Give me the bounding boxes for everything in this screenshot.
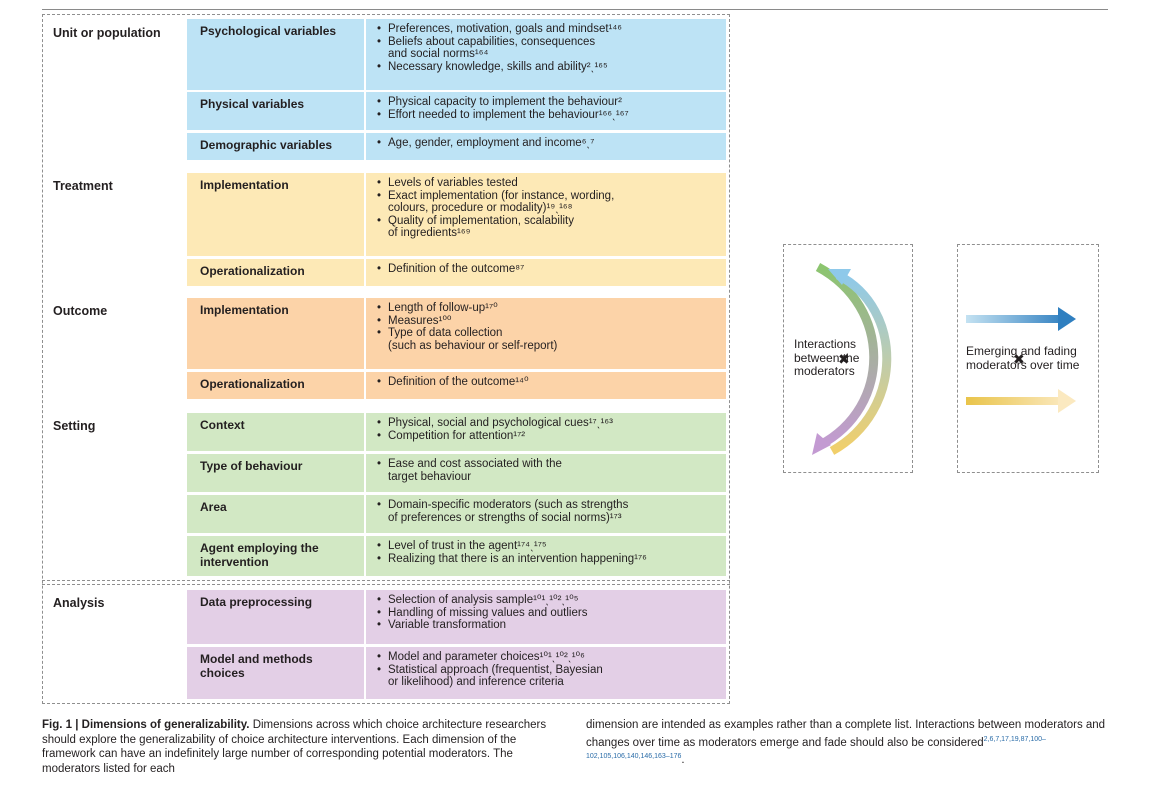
- moderator-item: Effort needed to implement the behaviour…: [375, 109, 715, 122]
- row-label: Physical variables: [200, 97, 305, 111]
- moderator-item: Physical, social and psychological cues¹…: [375, 417, 715, 430]
- row-treatment-operationalization: Operationalization Definition of the out…: [187, 259, 726, 286]
- row-physical-variables: Physical variables Physical capacity to …: [187, 92, 726, 130]
- moderator-item-continued: target behaviour: [388, 470, 472, 483]
- row-setting-area: Area Domain-specific moderators (such as…: [187, 495, 726, 533]
- interactions-panel: Interactions between the moderators ✖: [783, 244, 913, 473]
- moderator-list: Domain-specific moderators (such as stre…: [375, 499, 715, 524]
- dimension-unit-or-population: Unit or population: [53, 26, 161, 40]
- dimension-outcome: Outcome: [53, 304, 108, 318]
- moderator-item: Statistical approach (frequentist, Bayes…: [375, 664, 715, 677]
- time-label: Emerging and fading moderators over time: [966, 344, 1080, 372]
- moderator-item: Measures¹⁰⁰: [375, 315, 715, 328]
- caption-end: .: [681, 753, 685, 766]
- moderator-list: Selection of analysis sample¹⁰¹ˎ¹⁰²ˎ¹⁰⁵ …: [375, 594, 715, 632]
- moderator-item-continued: or likelihood) and inference criteria: [388, 676, 564, 689]
- caption-continued: dimension are intended as examples rathe…: [586, 719, 1106, 749]
- cross-icon: ✖: [838, 351, 850, 367]
- moderator-item: Levels of variables tested: [375, 177, 715, 190]
- row-label: Implementation: [200, 178, 289, 192]
- moderator-list: Model and parameter choices¹⁰¹ˎ¹⁰²ˎ¹⁰⁶ S…: [375, 651, 715, 689]
- row-label: Agent employing the intervention: [200, 541, 319, 569]
- moderator-list: Levels of variables tested Exact impleme…: [375, 177, 715, 240]
- interactions-label: Interactions between the moderators: [794, 337, 860, 378]
- row-label: Data preprocessing: [200, 595, 313, 609]
- moderator-item-continued: of ingredients¹⁶⁹: [388, 227, 471, 240]
- moderator-item: Variable transformation: [375, 619, 715, 632]
- row-treatment-implementation: Implementation Levels of variables teste…: [187, 173, 726, 256]
- moderator-item-continued: and social norms¹⁶⁴: [388, 48, 489, 61]
- moderator-item: Handling of missing values and outliers: [375, 607, 715, 620]
- figure-caption-right: dimension are intended as examples rathe…: [586, 718, 1106, 767]
- row-outcome-operationalization: Operationalization Definition of the out…: [187, 372, 726, 399]
- row-label: Type of behaviour: [200, 459, 303, 473]
- moderator-item: Realizing that there is an intervention …: [375, 553, 715, 566]
- moderator-item: Model and parameter choices¹⁰¹ˎ¹⁰²ˎ¹⁰⁶: [375, 651, 715, 664]
- moderator-item: Competition for attention¹⁷²: [375, 430, 715, 443]
- cross-icon: ✖: [1013, 351, 1025, 367]
- time-panel: Emerging and fading moderators over time…: [957, 244, 1099, 473]
- moderator-item-continued: (such as behaviour or self-report): [388, 339, 558, 352]
- moderator-item: Beliefs about capabilities, consequences: [375, 36, 715, 49]
- interaction-arcs-graphic: [812, 263, 892, 455]
- row-outcome-implementation: Implementation Length of follow-up¹⁷⁰ Me…: [187, 298, 726, 369]
- row-label: Area: [200, 500, 227, 514]
- moderator-list: Preferences, motivation, goals and minds…: [375, 23, 715, 73]
- row-setting-type-of-behaviour: Type of behaviour Ease and cost associat…: [187, 454, 726, 492]
- dimension-analysis: Analysis: [53, 596, 105, 610]
- moderator-item: Domain-specific moderators (such as stre…: [375, 499, 715, 512]
- row-label: Implementation: [200, 303, 289, 317]
- caption-references: 2,6,7,17,19,87,100–102,105,106,140,146,1…: [586, 735, 1046, 760]
- figure-frame: [42, 14, 730, 704]
- moderator-list: Level of trust in the agent¹⁷⁴ˎ¹⁷⁵ Reali…: [375, 540, 715, 565]
- row-analysis-data-preprocessing: Data preprocessing Selection of analysis…: [187, 590, 726, 644]
- moderator-item: Type of data collection: [375, 327, 715, 340]
- row-analysis-model-methods: Model and methods choices Model and para…: [187, 647, 726, 699]
- caption-body: Dimensions across which choice architect…: [42, 719, 547, 775]
- row-label: Operationalization: [200, 264, 305, 278]
- moderator-item: Definition of the outcome¹⁴⁰: [375, 376, 715, 389]
- moderator-item: Age, gender, employment and income⁶ˎ⁷: [375, 137, 715, 150]
- moderator-list: Ease and cost associated with the target…: [375, 458, 715, 483]
- row-label: Context: [200, 418, 245, 432]
- moderator-list: Length of follow-up¹⁷⁰ Measures¹⁰⁰ Type …: [375, 302, 715, 352]
- caption-title: Fig. 1 | Dimensions of generalizability.: [42, 719, 250, 731]
- moderator-item: Definition of the outcome⁸⁷: [375, 263, 715, 276]
- row-demographic-variables: Demographic variables Age, gender, emplo…: [187, 133, 726, 160]
- row-label: Operationalization: [200, 377, 305, 391]
- moderator-item: Physical capacity to implement the behav…: [375, 96, 715, 109]
- moderator-item: Quality of implementation, scalability: [375, 215, 715, 228]
- row-setting-agent: Agent employing the intervention Level o…: [187, 536, 726, 576]
- row-psychological-variables: Psychological variables Preferences, mot…: [187, 19, 726, 90]
- figure-caption-left: Fig. 1 | Dimensions of generalizability.…: [42, 718, 560, 776]
- time-arrows-graphic: [966, 307, 1076, 413]
- moderator-item: Level of trust in the agent¹⁷⁴ˎ¹⁷⁵: [375, 540, 715, 553]
- moderator-item: Selection of analysis sample¹⁰¹ˎ¹⁰²ˎ¹⁰⁵: [375, 594, 715, 607]
- moderator-item: Necessary knowledge, skills and ability²…: [375, 61, 715, 74]
- analysis-separator: [42, 580, 730, 585]
- dimension-treatment: Treatment: [53, 179, 113, 193]
- moderator-item: Length of follow-up¹⁷⁰: [375, 302, 715, 315]
- moderator-list: Age, gender, employment and income⁶ˎ⁷: [375, 137, 715, 150]
- moderator-item-continued: of preferences or strengths of social no…: [388, 511, 622, 524]
- moderator-item: Preferences, motivation, goals and minds…: [375, 23, 715, 36]
- top-rule: [42, 9, 1108, 10]
- moderator-item: Ease and cost associated with the: [375, 458, 715, 471]
- row-setting-context: Context Physical, social and psychologic…: [187, 413, 726, 451]
- row-label: Psychological variables: [200, 24, 337, 38]
- dimension-setting: Setting: [53, 419, 96, 433]
- row-label: Demographic variables: [200, 138, 333, 152]
- moderator-item: Exact implementation (for instance, word…: [375, 190, 715, 203]
- moderator-item-continued: colours, procedure or modality)¹⁹ˎ¹⁶⁸: [388, 202, 573, 215]
- moderator-list: Physical, social and psychological cues¹…: [375, 417, 715, 442]
- moderator-list: Physical capacity to implement the behav…: [375, 96, 715, 121]
- moderator-list: Definition of the outcome¹⁴⁰: [375, 376, 715, 389]
- moderator-list: Definition of the outcome⁸⁷: [375, 263, 715, 276]
- row-label: Model and methods choices: [200, 652, 313, 680]
